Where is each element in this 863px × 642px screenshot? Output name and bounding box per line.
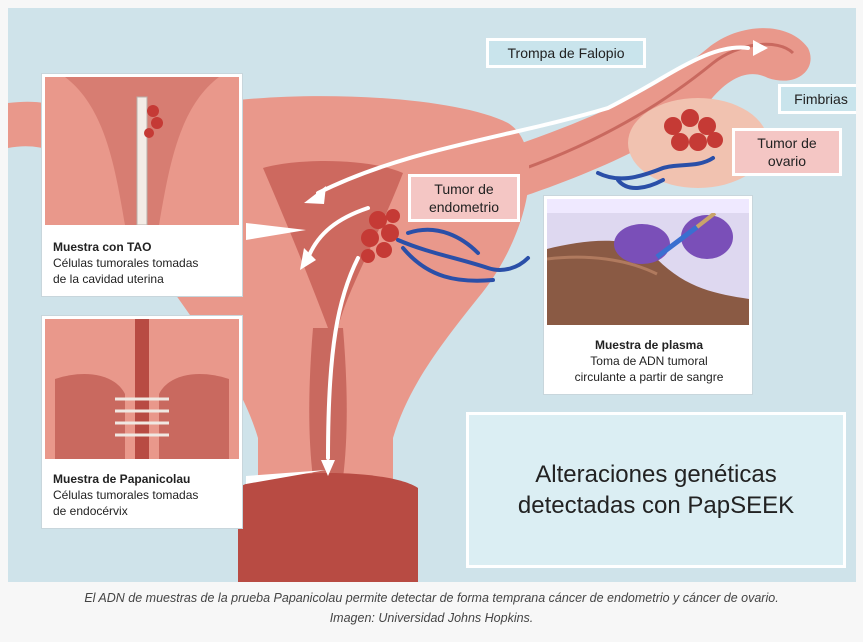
papanicolau-line1: Células tumorales tomadas: [53, 487, 233, 503]
caption-line2: Imagen: Universidad Johns Hopkins.: [0, 608, 863, 628]
endometrial-tumor-label: Tumor de endometrio: [408, 174, 520, 222]
fimbriae-label: Fimbrias: [778, 84, 856, 114]
papanicolau-title: Muestra de Papanicolau: [53, 471, 233, 487]
fimbriae-label-text: Fimbrias: [794, 91, 848, 107]
fallopian-tube-label-text: Trompa de Falopio: [508, 45, 625, 61]
anatomy-illustration: Trompa de Falopio Fimbrias Tumor de ovar…: [8, 8, 856, 582]
tao-sample-illustration: [45, 77, 239, 225]
endometrial-tumor-label-line1: Tumor de: [417, 180, 511, 198]
ovarian-tumor-label-line1: Tumor de: [741, 134, 833, 152]
fallopian-tube-label: Trompa de Falopio: [486, 38, 646, 68]
ovarian-tumor-label: Tumor de ovario: [732, 128, 842, 176]
tao-line1: Células tumorales tomadas: [53, 255, 233, 271]
endometrial-tumor-label-line2: endometrio: [417, 198, 511, 216]
plasma-caption: Muestra de plasma Toma de ADN tumoral ci…: [555, 337, 743, 385]
ovarian-tumor-label-line2: ovario: [741, 152, 833, 170]
blood-draw-illustration: [547, 199, 749, 325]
papseek-headline-box: Alteraciones genéticas detectadas con Pa…: [466, 412, 846, 568]
papanicolau-caption: Muestra de Papanicolau Células tumorales…: [53, 471, 233, 519]
plasma-title: Muestra de plasma: [555, 337, 743, 353]
figure-caption: El ADN de muestras de la prueba Papanico…: [0, 588, 863, 628]
tao-caption: Muestra con TAO Células tumorales tomada…: [53, 239, 233, 287]
tao-line2: de la cavidad uterina: [53, 271, 233, 287]
papanicolau-line2: de endocérvix: [53, 503, 233, 519]
plasma-line1: Toma de ADN tumoral: [555, 353, 743, 369]
papanicolau-sample-panel: Muestra de Papanicolau Células tumorales…: [42, 316, 242, 528]
plasma-line2: circulante a partir de sangre: [555, 369, 743, 385]
tao-sample-panel: Muestra con TAO Células tumorales tomada…: [42, 74, 242, 296]
tao-title: Muestra con TAO: [53, 239, 233, 255]
caption-line1: El ADN de muestras de la prueba Papanico…: [0, 588, 863, 608]
plasma-sample-panel: Muestra de plasma Toma de ADN tumoral ci…: [544, 196, 752, 394]
headline-line1: Alteraciones genéticas: [535, 459, 776, 490]
papanicolau-sample-illustration: [45, 319, 239, 459]
headline-line2: detectadas con PapSEEK: [518, 490, 794, 521]
cervix-opening: [238, 473, 418, 582]
